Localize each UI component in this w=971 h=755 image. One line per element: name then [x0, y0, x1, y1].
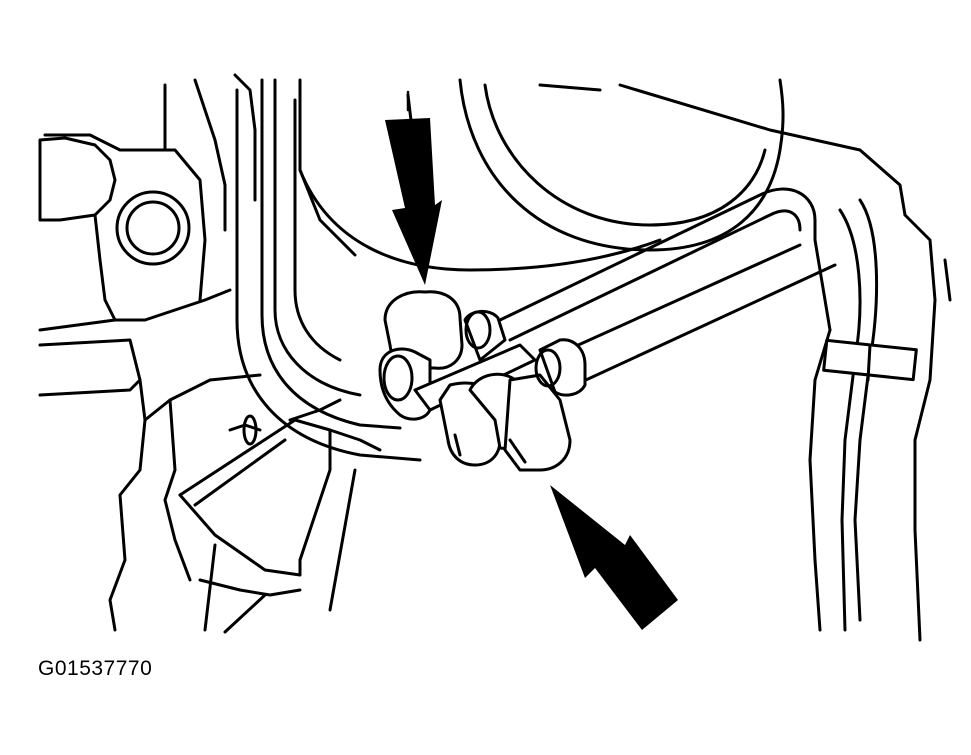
line-clip — [378, 290, 587, 472]
frame-rail — [822, 213, 952, 642]
brake-lines — [235, 78, 879, 632]
down-arrow-icon — [385, 118, 442, 285]
mounting-plate — [178, 398, 382, 634]
up-left-arrow-icon — [550, 485, 678, 630]
engine-bracket — [38, 133, 302, 632]
figure-id-label: G01537770 — [38, 657, 153, 680]
